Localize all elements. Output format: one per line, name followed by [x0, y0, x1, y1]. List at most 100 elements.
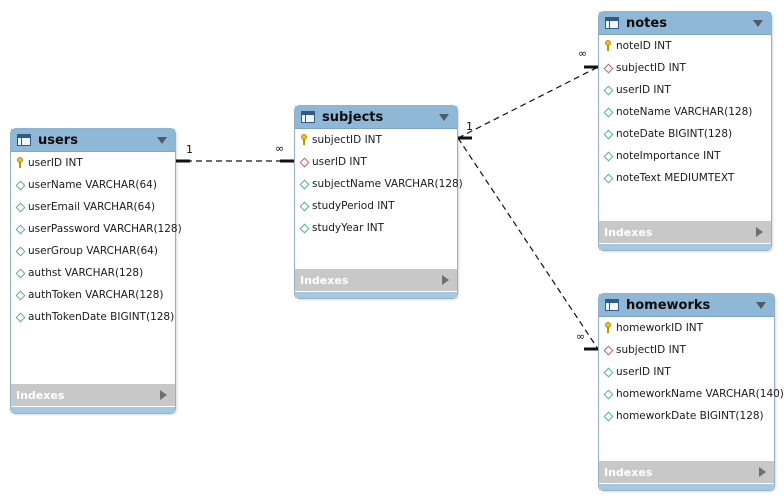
column-icon: [603, 411, 613, 421]
indexes-label: Indexes: [16, 388, 65, 402]
column-row[interactable]: subjectID INT: [295, 129, 457, 151]
expand-arrow-icon[interactable]: [442, 275, 449, 285]
column-label: studyPeriod INT: [312, 200, 395, 212]
column-row[interactable]: subjectName VARCHAR(128): [295, 173, 463, 195]
indexes-label: Indexes: [604, 465, 653, 479]
table-header[interactable]: subjects: [295, 106, 457, 129]
column-label: studyYear INT: [312, 222, 385, 234]
column-row[interactable]: homeworkName VARCHAR(140): [599, 383, 784, 405]
table-icon: [605, 299, 619, 311]
table-subjects[interactable]: subjects subjectID INT userID INT subjec…: [294, 105, 463, 299]
column-row[interactable]: authToken VARCHAR(128): [11, 284, 175, 306]
column-row[interactable]: homeworkDate BIGINT(128): [599, 405, 774, 427]
column-icon: [603, 129, 613, 139]
cardinality-label: ∞: [576, 330, 586, 343]
expand-arrow-icon[interactable]: [756, 227, 763, 237]
column-icon: [603, 151, 613, 161]
table-title: homeworks: [626, 297, 711, 313]
collapse-arrow-icon[interactable]: [753, 19, 763, 27]
primary-key-icon: [603, 322, 613, 334]
column-label: noteDate BIGINT(128): [616, 128, 733, 140]
table-notes[interactable]: notes noteID INT subjectID INT userID IN…: [598, 11, 772, 251]
cardinality-label: ∞: [578, 47, 588, 60]
column-icon: [15, 202, 25, 212]
table-footer: [599, 244, 771, 250]
table-icon: [301, 111, 315, 123]
column-icon: [15, 312, 25, 322]
column-label: subjectName VARCHAR(128): [312, 178, 463, 190]
table-title: notes: [626, 15, 667, 31]
expand-arrow-icon[interactable]: [759, 467, 766, 477]
column-row[interactable]: userName VARCHAR(64): [11, 174, 175, 196]
column-row[interactable]: authst VARCHAR(128): [11, 262, 175, 284]
table-header[interactable]: users: [11, 129, 175, 152]
column-label: userGroup VARCHAR(64): [28, 245, 158, 257]
column-icon: [15, 246, 25, 256]
table-icon: [605, 17, 619, 29]
indexes-label: Indexes: [604, 225, 653, 239]
collapse-arrow-icon[interactable]: [756, 301, 766, 309]
column-label: subjectID INT: [616, 62, 686, 74]
column-row[interactable]: studyYear INT: [295, 217, 457, 239]
column-row[interactable]: noteID INT: [599, 35, 771, 57]
primary-key-icon: [15, 157, 25, 169]
column-row[interactable]: noteName VARCHAR(128): [599, 101, 771, 123]
indexes-bar[interactable]: Indexes: [599, 461, 774, 483]
foreign-key-icon: [299, 157, 309, 167]
column-row[interactable]: userID INT: [599, 361, 774, 383]
column-icon: [603, 367, 613, 377]
column-label: homeworkID INT: [616, 322, 704, 334]
column-label: noteName VARCHAR(128): [616, 106, 753, 118]
column-row[interactable]: studyPeriod INT: [295, 195, 457, 217]
primary-key-icon: [603, 40, 613, 52]
column-label: userPassword VARCHAR(128): [28, 223, 182, 235]
column-label: noteID INT: [616, 40, 672, 52]
column-icon: [299, 179, 309, 189]
relationship-subjects-homeworks[interactable]: [457, 137, 599, 350]
column-icon: [15, 290, 25, 300]
collapse-arrow-icon[interactable]: [439, 113, 449, 121]
table-users[interactable]: users userID INT userName VARCHAR(64) us…: [10, 128, 182, 414]
column-label: userEmail VARCHAR(64): [28, 201, 156, 213]
foreign-key-icon: [603, 63, 613, 73]
cardinality-label: ∞: [275, 142, 285, 155]
indexes-label: Indexes: [300, 273, 349, 287]
column-label: userID INT: [616, 366, 671, 378]
indexes-bar[interactable]: Indexes: [295, 269, 457, 291]
indexes-bar[interactable]: Indexes: [599, 221, 771, 243]
column-label: subjectID INT: [616, 344, 686, 356]
table-title: subjects: [322, 109, 384, 125]
expand-arrow-icon[interactable]: [160, 390, 167, 400]
column-label: userID INT: [28, 157, 83, 169]
column-row[interactable]: userPassword VARCHAR(128): [11, 218, 182, 240]
column-row[interactable]: subjectID INT: [599, 57, 771, 79]
column-row[interactable]: noteText MEDIUMTEXT: [599, 167, 771, 189]
column-label: noteText MEDIUMTEXT: [616, 172, 735, 184]
column-row[interactable]: userEmail VARCHAR(64): [11, 196, 175, 218]
column-label: authToken VARCHAR(128): [28, 289, 164, 301]
column-icon: [15, 268, 25, 278]
column-icon: [15, 224, 25, 234]
column-row[interactable]: userGroup VARCHAR(64): [11, 240, 175, 262]
column-row[interactable]: authTokenDate BIGINT(128): [11, 306, 175, 328]
column-label: authTokenDate BIGINT(128): [28, 311, 175, 323]
column-icon: [299, 223, 309, 233]
column-row[interactable]: homeworkID INT: [599, 317, 774, 339]
column-icon: [603, 107, 613, 117]
column-row[interactable]: noteDate BIGINT(128): [599, 123, 771, 145]
column-row[interactable]: subjectID INT: [599, 339, 774, 361]
collapse-arrow-icon[interactable]: [157, 136, 167, 144]
column-row[interactable]: userID INT: [599, 79, 771, 101]
column-row[interactable]: userID INT: [295, 151, 457, 173]
column-row[interactable]: userID INT: [11, 152, 175, 174]
relationship-subjects-notes[interactable]: [457, 66, 599, 139]
column-icon: [603, 85, 613, 95]
indexes-bar[interactable]: Indexes: [11, 384, 175, 406]
column-row[interactable]: noteImportance INT: [599, 145, 771, 167]
column-label: userName VARCHAR(64): [28, 179, 157, 191]
table-header[interactable]: homeworks: [599, 294, 774, 317]
foreign-key-icon: [603, 345, 613, 355]
table-header[interactable]: notes: [599, 12, 771, 35]
table-homeworks[interactable]: homeworks homeworkID INT subjectID INT u…: [598, 293, 784, 491]
